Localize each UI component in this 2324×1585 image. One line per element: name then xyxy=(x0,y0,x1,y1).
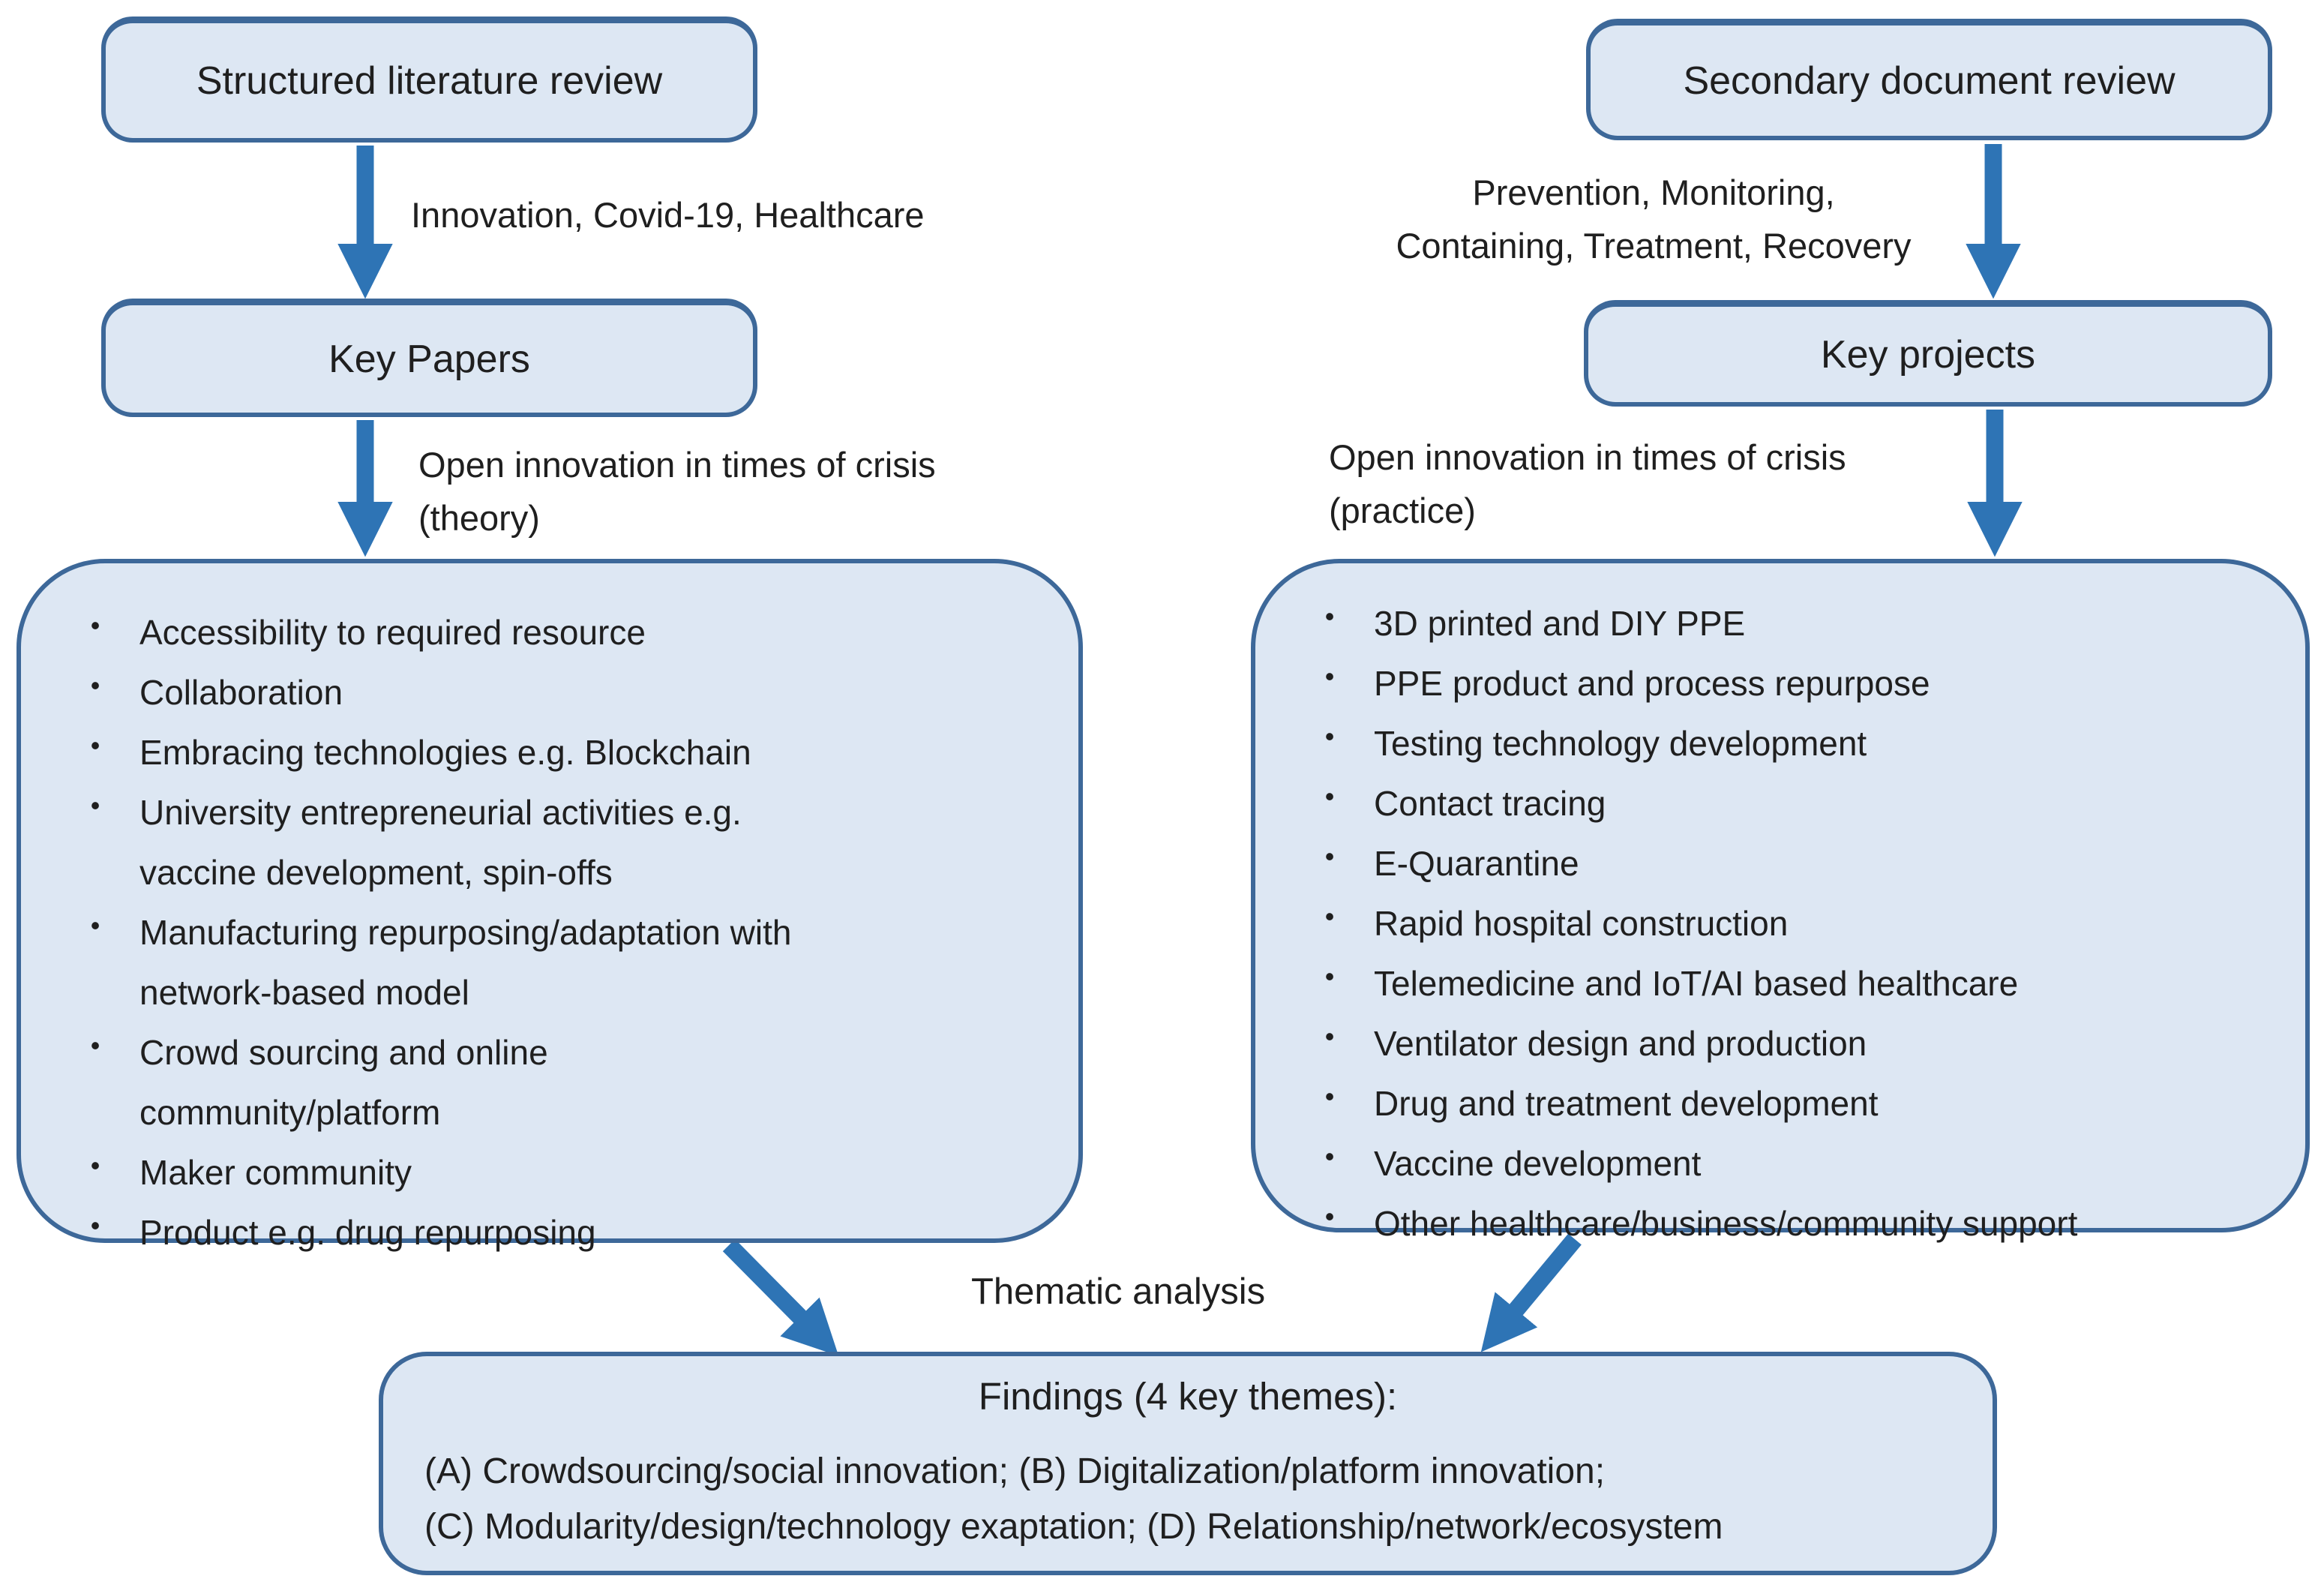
bullet-icon: • xyxy=(1324,661,1335,692)
bullet-icon: • xyxy=(90,790,100,821)
list-item: •3D printed and DIY PPE xyxy=(1285,593,2283,653)
bullet-icon: • xyxy=(1324,721,1335,752)
findings-box: Findings (4 key themes): (A) Crowdsourci… xyxy=(379,1352,1997,1575)
bullet-icon: • xyxy=(90,670,100,701)
list-item: •Embracing technologies e.g. Blockchain xyxy=(51,722,1048,782)
bullet-icon: • xyxy=(1324,1081,1335,1112)
structured-literature-review-label: Structured literature review xyxy=(196,59,663,103)
secondary-document-review-label: Secondary document review xyxy=(1683,59,2176,103)
bullet-icon: • xyxy=(90,610,100,641)
list-item: •Maker community xyxy=(51,1142,1048,1202)
key-papers-box: Key Papers xyxy=(101,299,757,417)
list-item: •Telemedicine and IoT/AI based healthcar… xyxy=(1285,953,2283,1013)
bullet-icon: • xyxy=(90,1030,100,1061)
list-item: •Product e.g. drug repurposing xyxy=(51,1202,1048,1262)
theory-findings-box: •Accessibility to required resource •Col… xyxy=(16,559,1083,1252)
thematic-analysis-label: Thematic analysis xyxy=(971,1271,1266,1312)
list-item: •PPE product and process repurpose xyxy=(1285,653,2283,713)
key-papers-label: Key Papers xyxy=(328,337,530,381)
key-projects-label: Key projects xyxy=(1820,332,2036,377)
list-item: •Ventilator design and production xyxy=(1285,1013,2283,1073)
list-item: •Other healthcare/business/community sup… xyxy=(1285,1193,2283,1253)
practice-findings-box: •3D printed and DIY PPE •PPE product and… xyxy=(1251,559,2310,1243)
keywords-label: Innovation, Covid-19, Healthcare xyxy=(411,195,925,235)
key-projects-box: Key projects xyxy=(1584,300,2272,407)
bullet-icon: • xyxy=(1324,901,1335,932)
list-item: •Crowd sourcing and online community/pla… xyxy=(51,1022,1048,1142)
list-item: •Collaboration xyxy=(51,662,1048,722)
open-innovation-practice-label: Open innovation in times of crisis (prac… xyxy=(1329,437,1846,530)
list-item: •University entrepreneurial activities e… xyxy=(51,782,1048,902)
list-item: •Contact tracing xyxy=(1285,773,2283,833)
list-item: •Manufacturing repurposing/adaptation wi… xyxy=(51,902,1048,1022)
bullet-icon: • xyxy=(1324,1141,1335,1172)
bullet-icon: • xyxy=(1324,781,1335,812)
practice-bullet-list: •3D printed and DIY PPE •PPE product and… xyxy=(1285,593,2283,1253)
list-item: •Vaccine development xyxy=(1285,1133,2283,1193)
bullet-icon: • xyxy=(1324,961,1335,992)
list-item: •Accessibility to required resource xyxy=(51,602,1048,662)
bullet-icon: • xyxy=(90,910,100,941)
bullet-icon: • xyxy=(1324,1021,1335,1052)
secondary-document-review-box: Secondary document review xyxy=(1586,19,2272,140)
list-item: •Drug and treatment development xyxy=(1285,1073,2283,1133)
theory-bullet-list: •Accessibility to required resource •Col… xyxy=(51,602,1048,1262)
list-item: •Rapid hospital construction xyxy=(1285,893,2283,953)
list-item: •E-Quarantine xyxy=(1285,833,2283,893)
list-item: •Testing technology development xyxy=(1285,713,2283,773)
findings-themes-line-2: (C) Modularity/design/technology exaptat… xyxy=(424,1507,1723,1547)
bullet-icon: • xyxy=(1324,601,1335,632)
bullet-icon: • xyxy=(90,1150,100,1181)
open-innovation-theory-label: Open innovation in times of crisis (theo… xyxy=(418,445,936,538)
bullet-icon: • xyxy=(90,1210,100,1241)
bullet-icon: • xyxy=(90,730,100,761)
findings-title: Findings (4 key themes): xyxy=(978,1375,1398,1418)
bullet-icon: • xyxy=(1324,841,1335,872)
phases-label: Prevention, Monitoring, Containing, Trea… xyxy=(1396,173,1912,266)
structured-literature-review-box: Structured literature review xyxy=(101,17,757,143)
findings-themes-line-1: (A) Crowdsourcing/social innovation; (B)… xyxy=(424,1451,1606,1491)
bullet-icon: • xyxy=(1324,1201,1335,1232)
